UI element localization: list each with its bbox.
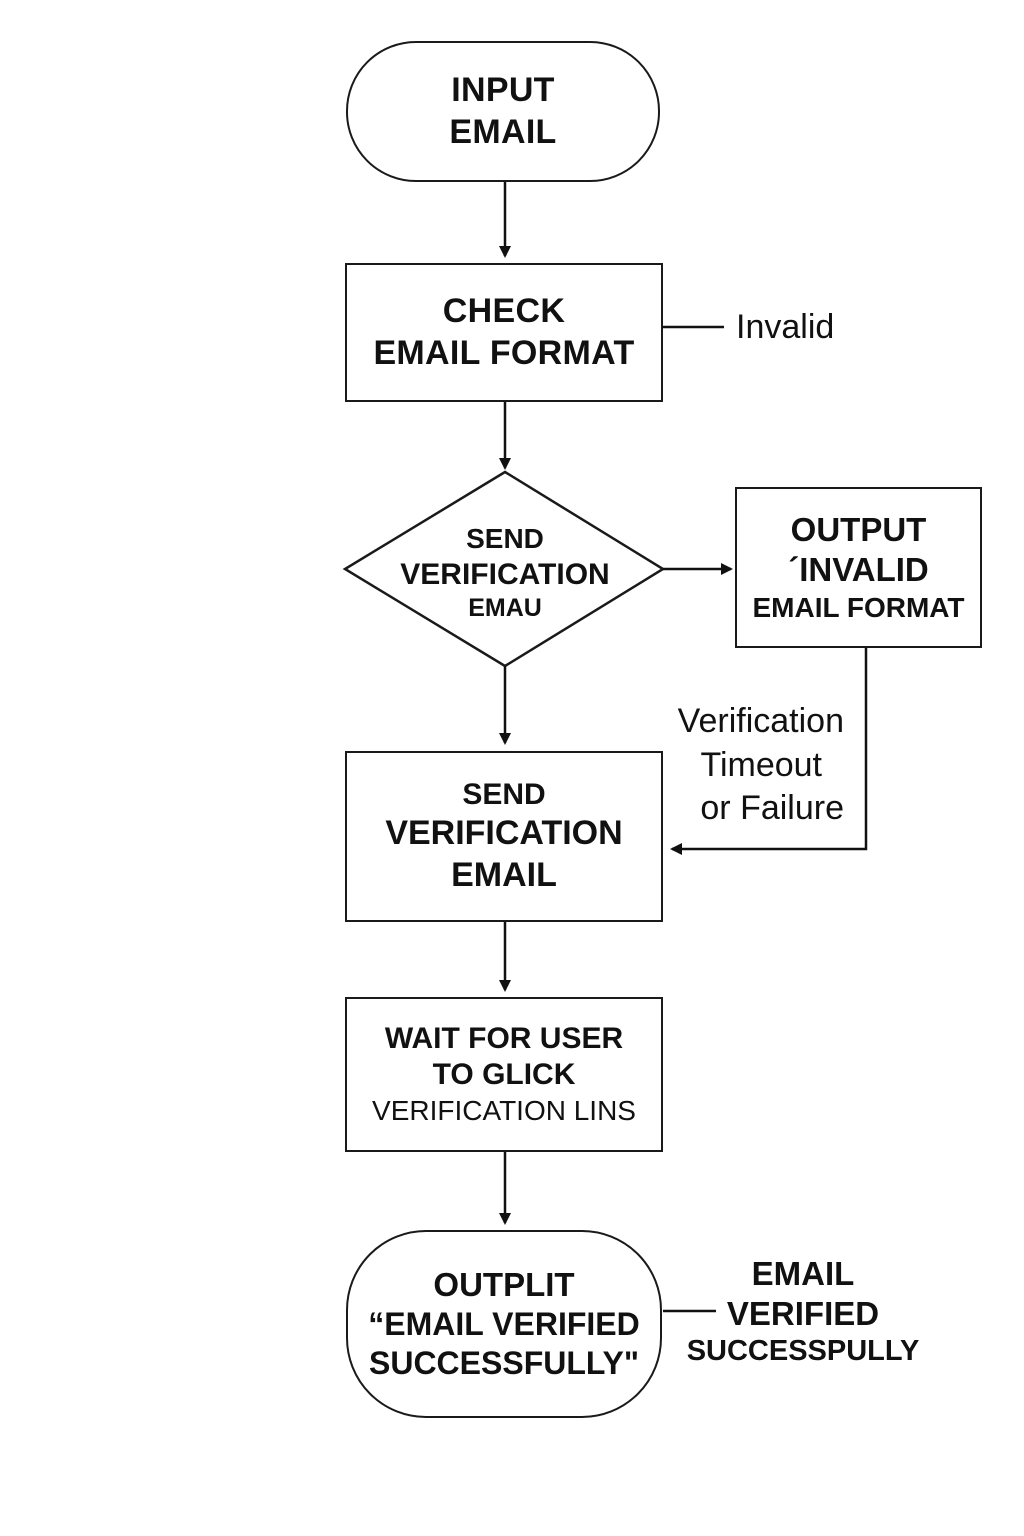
check-format-line-2: EMAIL FORMAT <box>373 333 635 372</box>
timeout-line-3: or Failure <box>700 789 844 828</box>
send-line-3: EMAIL <box>451 855 557 894</box>
timeout-line-1: Verification <box>677 702 844 740</box>
decision-node-text: SEND VERIFICATION EMAU <box>365 510 645 636</box>
timeout-return-path <box>670 648 868 855</box>
send-verification-node: SEND VERIFICATION EMAIL <box>345 751 663 922</box>
output-verified-line-2: “EMAIL VERIFIED <box>368 1306 640 1343</box>
output-verified-line-1: OUTPLIT <box>433 1265 575 1303</box>
output-verified-node: OUTPLIT “EMAIL VERIFIED SUCCESSFULLY" <box>346 1230 662 1418</box>
output-invalid-line-1: OUTPUT <box>790 511 927 549</box>
input-email-node: INPUT EMAIL <box>346 41 660 182</box>
wait-line-3: VERIFICATION LINS <box>372 1095 636 1127</box>
input-email-line-2: EMAIL <box>449 112 557 151</box>
output-invalid-line-2: ´INVALID <box>788 551 929 589</box>
decision-line-2: VERIFICATION <box>400 557 610 591</box>
output-verified-line-3: SUCCESSFULLY" <box>368 1345 640 1382</box>
wait-line-2: TO GLICK <box>432 1058 576 1092</box>
timeout-label: Verification Timeout or Failure <box>650 700 844 831</box>
check-format-node: CHECK EMAIL FORMAT <box>345 263 663 402</box>
send-line-2: VERIFICATION <box>385 814 623 853</box>
send-line-1: SEND <box>462 777 546 811</box>
input-email-line-1: INPUT <box>451 71 555 110</box>
wait-click-node: WAIT FOR USER TO GLICK VERIFICATION LINS <box>345 997 663 1152</box>
check-format-line-1: CHECK <box>442 292 566 331</box>
verified-line-3: SUCCESSPULLY <box>686 1335 920 1368</box>
decision-line-1: SEND <box>466 523 544 555</box>
output-invalid-node: OUTPUT ´INVALID EMAIL FORMAT <box>735 487 982 648</box>
timeout-line-2: Timeout <box>700 745 822 784</box>
verified-line-1: EMAIL <box>751 1255 855 1292</box>
invalid-label: Invalid <box>736 308 835 346</box>
decision-line-3: EMAU <box>468 594 542 623</box>
output-invalid-line-3: EMAIL FORMAT <box>752 591 965 623</box>
wait-line-1: WAIT FOR USER <box>384 1021 624 1055</box>
verified-line-2: VERIFIED <box>726 1294 880 1332</box>
verified-label: EMAIL VERIFIED SUCCESSPULLY <box>676 1254 930 1371</box>
